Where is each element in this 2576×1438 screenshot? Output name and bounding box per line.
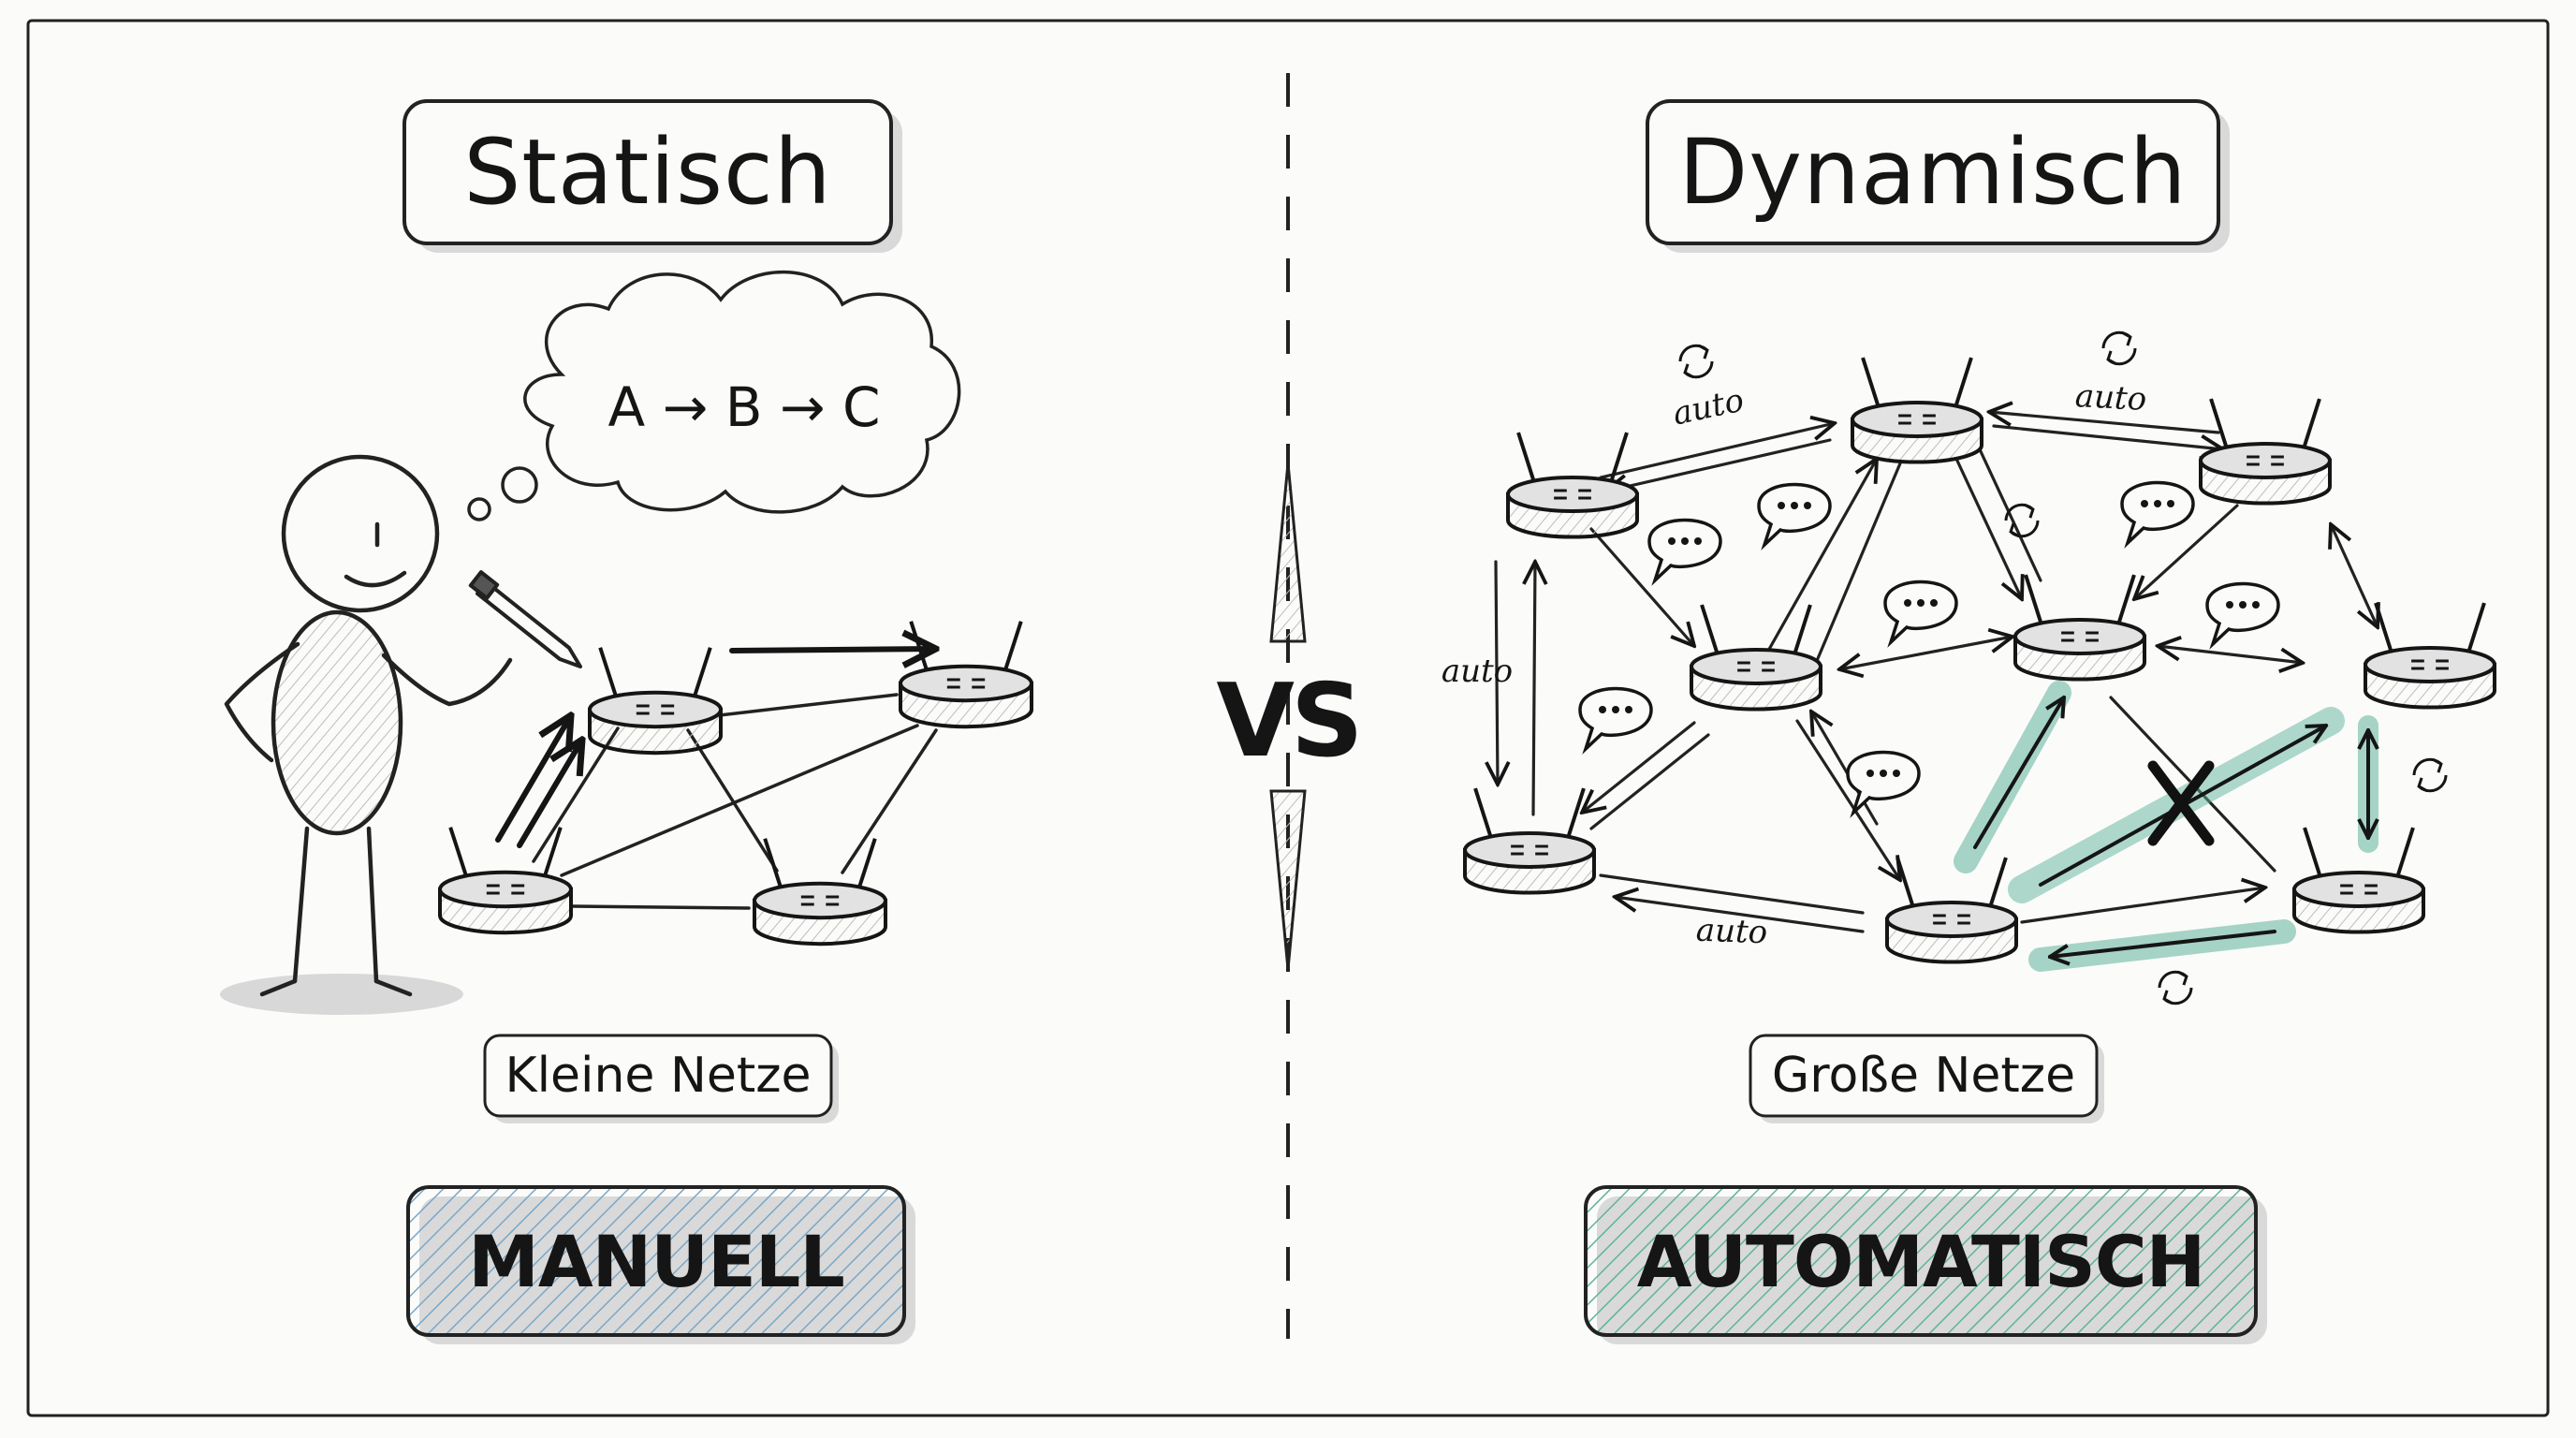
router-icon — [1463, 787, 1596, 895]
router-icon — [2013, 574, 2146, 682]
mode-automatisch: AUTOMATISCH — [1636, 1219, 2205, 1303]
subtitle-box-left — [483, 1034, 839, 1123]
subtitle-kleine-netze: Kleine Netze — [505, 1048, 812, 1104]
thought-cloud — [467, 270, 961, 521]
static-arrows — [495, 649, 936, 848]
router-icon — [2199, 398, 2332, 506]
thought-route-text: A → B → C — [607, 375, 881, 439]
speech-bubble-icon — [1846, 750, 1921, 818]
dynamic-links — [1496, 412, 2378, 933]
router-icon — [588, 647, 723, 756]
router-icon — [2364, 602, 2496, 710]
router-icon — [899, 621, 1033, 729]
refresh-icon — [2412, 757, 2448, 793]
auto-label-bottom: auto — [1695, 911, 1768, 952]
speech-bubble-icon — [1578, 686, 1653, 755]
speech-bubble-icon — [2205, 581, 2280, 650]
title-statisch: Statisch — [463, 120, 832, 225]
routers-layer — [438, 357, 2496, 964]
subtitle-box-right — [1749, 1034, 2104, 1123]
router-icon — [1690, 604, 1822, 712]
refresh-icon — [2004, 503, 2040, 538]
router-icon — [1506, 432, 1639, 539]
router-icon — [438, 827, 573, 935]
vs-label: VS — [1216, 662, 1363, 780]
mode-box-automatisch — [1584, 1185, 2267, 1344]
speech-bubble-icon — [1757, 482, 1832, 550]
subtitle-grosse-netze: Große Netze — [1771, 1048, 2076, 1104]
speech-bubbles-layer — [1578, 480, 2280, 818]
title-box-dynamisch — [1646, 99, 2230, 253]
router-icon — [753, 838, 887, 946]
refresh-icon — [1678, 344, 1714, 379]
vs-wedge-bottom — [1269, 789, 1307, 970]
speech-bubble-icon — [1883, 580, 1958, 648]
router-icon — [1885, 857, 2018, 964]
title-dynamisch: Dynamisch — [1678, 120, 2188, 225]
router-icon — [2292, 827, 2425, 934]
speech-bubble-icon — [1647, 518, 1722, 586]
mode-box-manuell — [406, 1185, 915, 1344]
router-icon — [1851, 357, 1983, 464]
title-box-statisch — [402, 99, 902, 253]
refresh-icons-layer — [1678, 330, 2448, 1005]
refresh-icon — [2158, 970, 2193, 1005]
pen-icon — [468, 570, 582, 668]
mode-manuell: MANUELL — [468, 1219, 845, 1303]
failure-x-icon — [2147, 760, 2215, 846]
outer-frame — [26, 19, 2550, 1417]
vs-wedge-top — [1269, 462, 1307, 643]
stick-figure — [220, 454, 513, 1015]
refresh-icon — [2101, 330, 2137, 366]
speech-bubble-icon — [2120, 480, 2195, 549]
auto-label-left: auto — [1441, 653, 1514, 690]
auto-label-top-right: auto — [2073, 377, 2148, 418]
